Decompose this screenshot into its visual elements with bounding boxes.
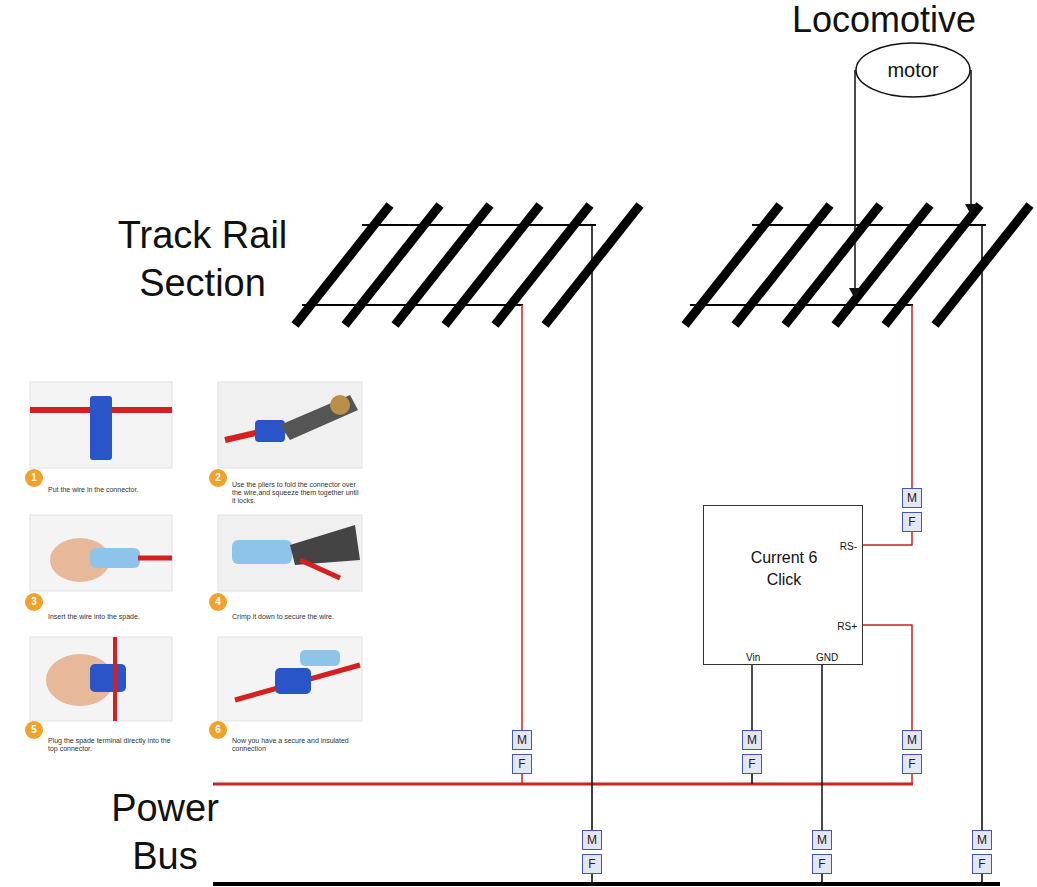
connector-gender: F <box>518 758 525 770</box>
callout-number: 5 <box>25 721 43 739</box>
wire-connector <box>863 625 912 730</box>
callout-number: 3 <box>25 593 43 611</box>
connector-box: M <box>902 488 922 508</box>
callout-circles <box>25 469 227 739</box>
connector-box: F <box>582 854 602 874</box>
pin-name: GND <box>816 652 838 664</box>
connector-box: F <box>742 754 762 774</box>
connector-gender: M <box>907 492 917 504</box>
connector-gender: M <box>517 734 527 746</box>
pin-name: Vin <box>746 652 760 664</box>
connector-gender: M <box>747 734 757 746</box>
connector-box: M <box>812 830 832 850</box>
connector-gender: F <box>588 858 595 870</box>
power-bus-black <box>213 882 1000 886</box>
callout-number: 1 <box>25 469 43 487</box>
connector-gender: F <box>748 758 755 770</box>
connector-box: F <box>902 512 922 532</box>
step-caption: Put the wire in the connector. <box>48 485 172 494</box>
heading-label: Locomotive <box>792 0 976 40</box>
connector-gender: F <box>818 858 825 870</box>
board-title: Current 6 Click <box>749 547 819 591</box>
feeder-wires <box>522 225 982 884</box>
step-caption: Plug the spade terminal directly into th… <box>48 737 172 753</box>
connector-gender: F <box>908 516 915 528</box>
connector-gender: F <box>978 858 985 870</box>
callout-number: 2 <box>209 469 227 487</box>
connector-box: F <box>902 754 922 774</box>
connector-gender: M <box>977 834 987 846</box>
connector-box: M <box>512 730 532 750</box>
connector-gender: F <box>908 758 915 770</box>
connector-gender: M <box>907 734 917 746</box>
connector-box: F <box>972 854 992 874</box>
wire-connector <box>821 665 823 830</box>
instruction-photos <box>30 382 362 721</box>
connector-box: F <box>512 754 532 774</box>
sensor-board: Current 6 Click RS- RS+ Vin GND <box>703 505 863 665</box>
pin-name: RS+ <box>837 621 857 633</box>
connector-gender: M <box>817 834 827 846</box>
track-rails <box>302 225 986 305</box>
connector-box: M <box>972 830 992 850</box>
connector-box: M <box>742 730 762 750</box>
power-bus-red <box>213 783 913 786</box>
callout-number: 6 <box>209 721 227 739</box>
wire-connector <box>751 665 753 730</box>
pin-name: RS- <box>840 541 857 553</box>
connector-box: M <box>902 730 922 750</box>
connector-box: M <box>582 830 602 850</box>
bus-label: Power Bus <box>100 784 230 880</box>
connector-box: F <box>812 854 832 874</box>
track-ties <box>295 205 1030 325</box>
step-caption: Crimp it down to secure the wire. <box>232 612 360 621</box>
step-caption: Insert the wire into the spade. <box>48 612 172 621</box>
motor-leads <box>855 70 971 298</box>
motor-ellipse: motor <box>855 42 971 98</box>
section-label: Track Rail Section <box>100 211 305 307</box>
callout-number: 4 <box>209 593 227 611</box>
connector-gender: M <box>587 834 597 846</box>
wire-connector <box>863 532 912 545</box>
step-caption: Use the pliers to fold the connector ove… <box>232 481 360 505</box>
motor-label: motor <box>887 59 938 82</box>
step-caption: Now you have a secure and insulated conn… <box>232 737 360 753</box>
